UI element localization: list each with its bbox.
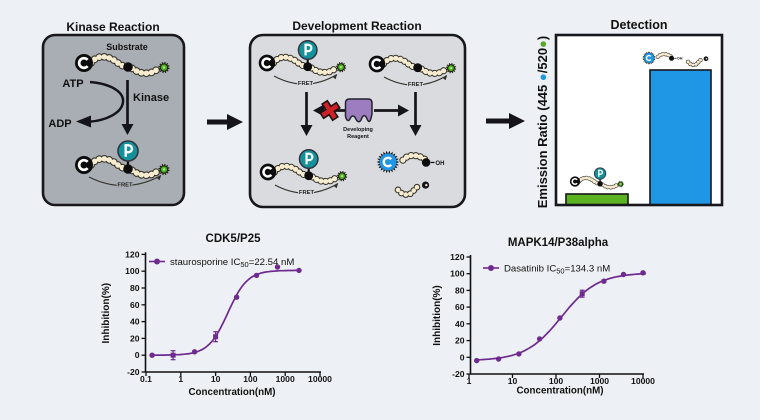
svg-text:100: 100: [125, 266, 140, 276]
svg-text:-20: -20: [452, 369, 465, 379]
svg-text:Kinase Reaction: Kinase Reaction: [66, 20, 159, 34]
svg-text:100: 100: [450, 269, 465, 279]
svg-text:Emission Ratio (445 ●/520●): Emission Ratio (445 ●/520●): [535, 36, 550, 209]
svg-text:100: 100: [243, 374, 258, 384]
svg-text:Inhibition(%): Inhibition(%): [101, 283, 112, 344]
svg-text:ADP: ADP: [48, 118, 71, 130]
svg-text:1: 1: [178, 374, 183, 384]
svg-text:MAPK14/P38alpha: MAPK14/P38alpha: [508, 237, 609, 249]
svg-text:Concentration(nM): Concentration(nM): [188, 387, 275, 398]
svg-text:FRET: FRET: [299, 190, 315, 196]
svg-text:1: 1: [467, 376, 472, 386]
svg-text:Developing: Developing: [343, 127, 373, 133]
svg-text:1000: 1000: [590, 376, 609, 386]
svg-text:0: 0: [135, 350, 140, 360]
svg-text:40: 40: [455, 319, 465, 329]
svg-text:1000: 1000: [276, 374, 295, 384]
svg-text:Dasatinib IC50=134.3 nM: Dasatinib IC50=134.3 nM: [504, 264, 610, 276]
svg-text:FRET: FRET: [117, 183, 133, 189]
svg-text:100: 100: [549, 376, 564, 386]
svg-text:-20: -20: [127, 367, 140, 377]
svg-text:80: 80: [130, 283, 140, 293]
svg-text:80: 80: [455, 285, 465, 295]
svg-text:CDK5/P25: CDK5/P25: [206, 233, 262, 245]
svg-text:60: 60: [130, 300, 140, 310]
svg-text:Kinase: Kinase: [133, 92, 169, 104]
svg-text:ATP: ATP: [62, 78, 83, 90]
svg-text:staurosporine IC50=22.54 nM: staurosporine IC50=22.54 nM: [170, 257, 294, 269]
svg-text:120: 120: [125, 249, 140, 259]
svg-text:120: 120: [450, 252, 465, 262]
svg-text:20: 20: [455, 336, 465, 346]
svg-text:FRET: FRET: [298, 81, 314, 87]
svg-text:Reagent: Reagent: [347, 134, 369, 140]
svg-text:60: 60: [455, 302, 465, 312]
svg-text:Concentration(nM): Concentration(nM): [516, 386, 603, 397]
svg-text:40: 40: [130, 317, 140, 327]
svg-text:0.1: 0.1: [140, 374, 152, 384]
svg-text:Substrate: Substrate: [106, 42, 148, 52]
svg-text:10000: 10000: [308, 374, 332, 384]
svg-text:Detection: Detection: [611, 18, 668, 32]
svg-text:Inhibition(%): Inhibition(%): [432, 285, 443, 346]
svg-text:10000: 10000: [631, 376, 655, 386]
svg-text:10: 10: [508, 376, 518, 386]
svg-text:10: 10: [211, 374, 221, 384]
svg-text:Development Reaction: Development Reaction: [292, 19, 421, 33]
svg-text:0: 0: [460, 352, 465, 362]
svg-text:FRET: FRET: [408, 82, 424, 88]
svg-text:20: 20: [130, 333, 140, 343]
